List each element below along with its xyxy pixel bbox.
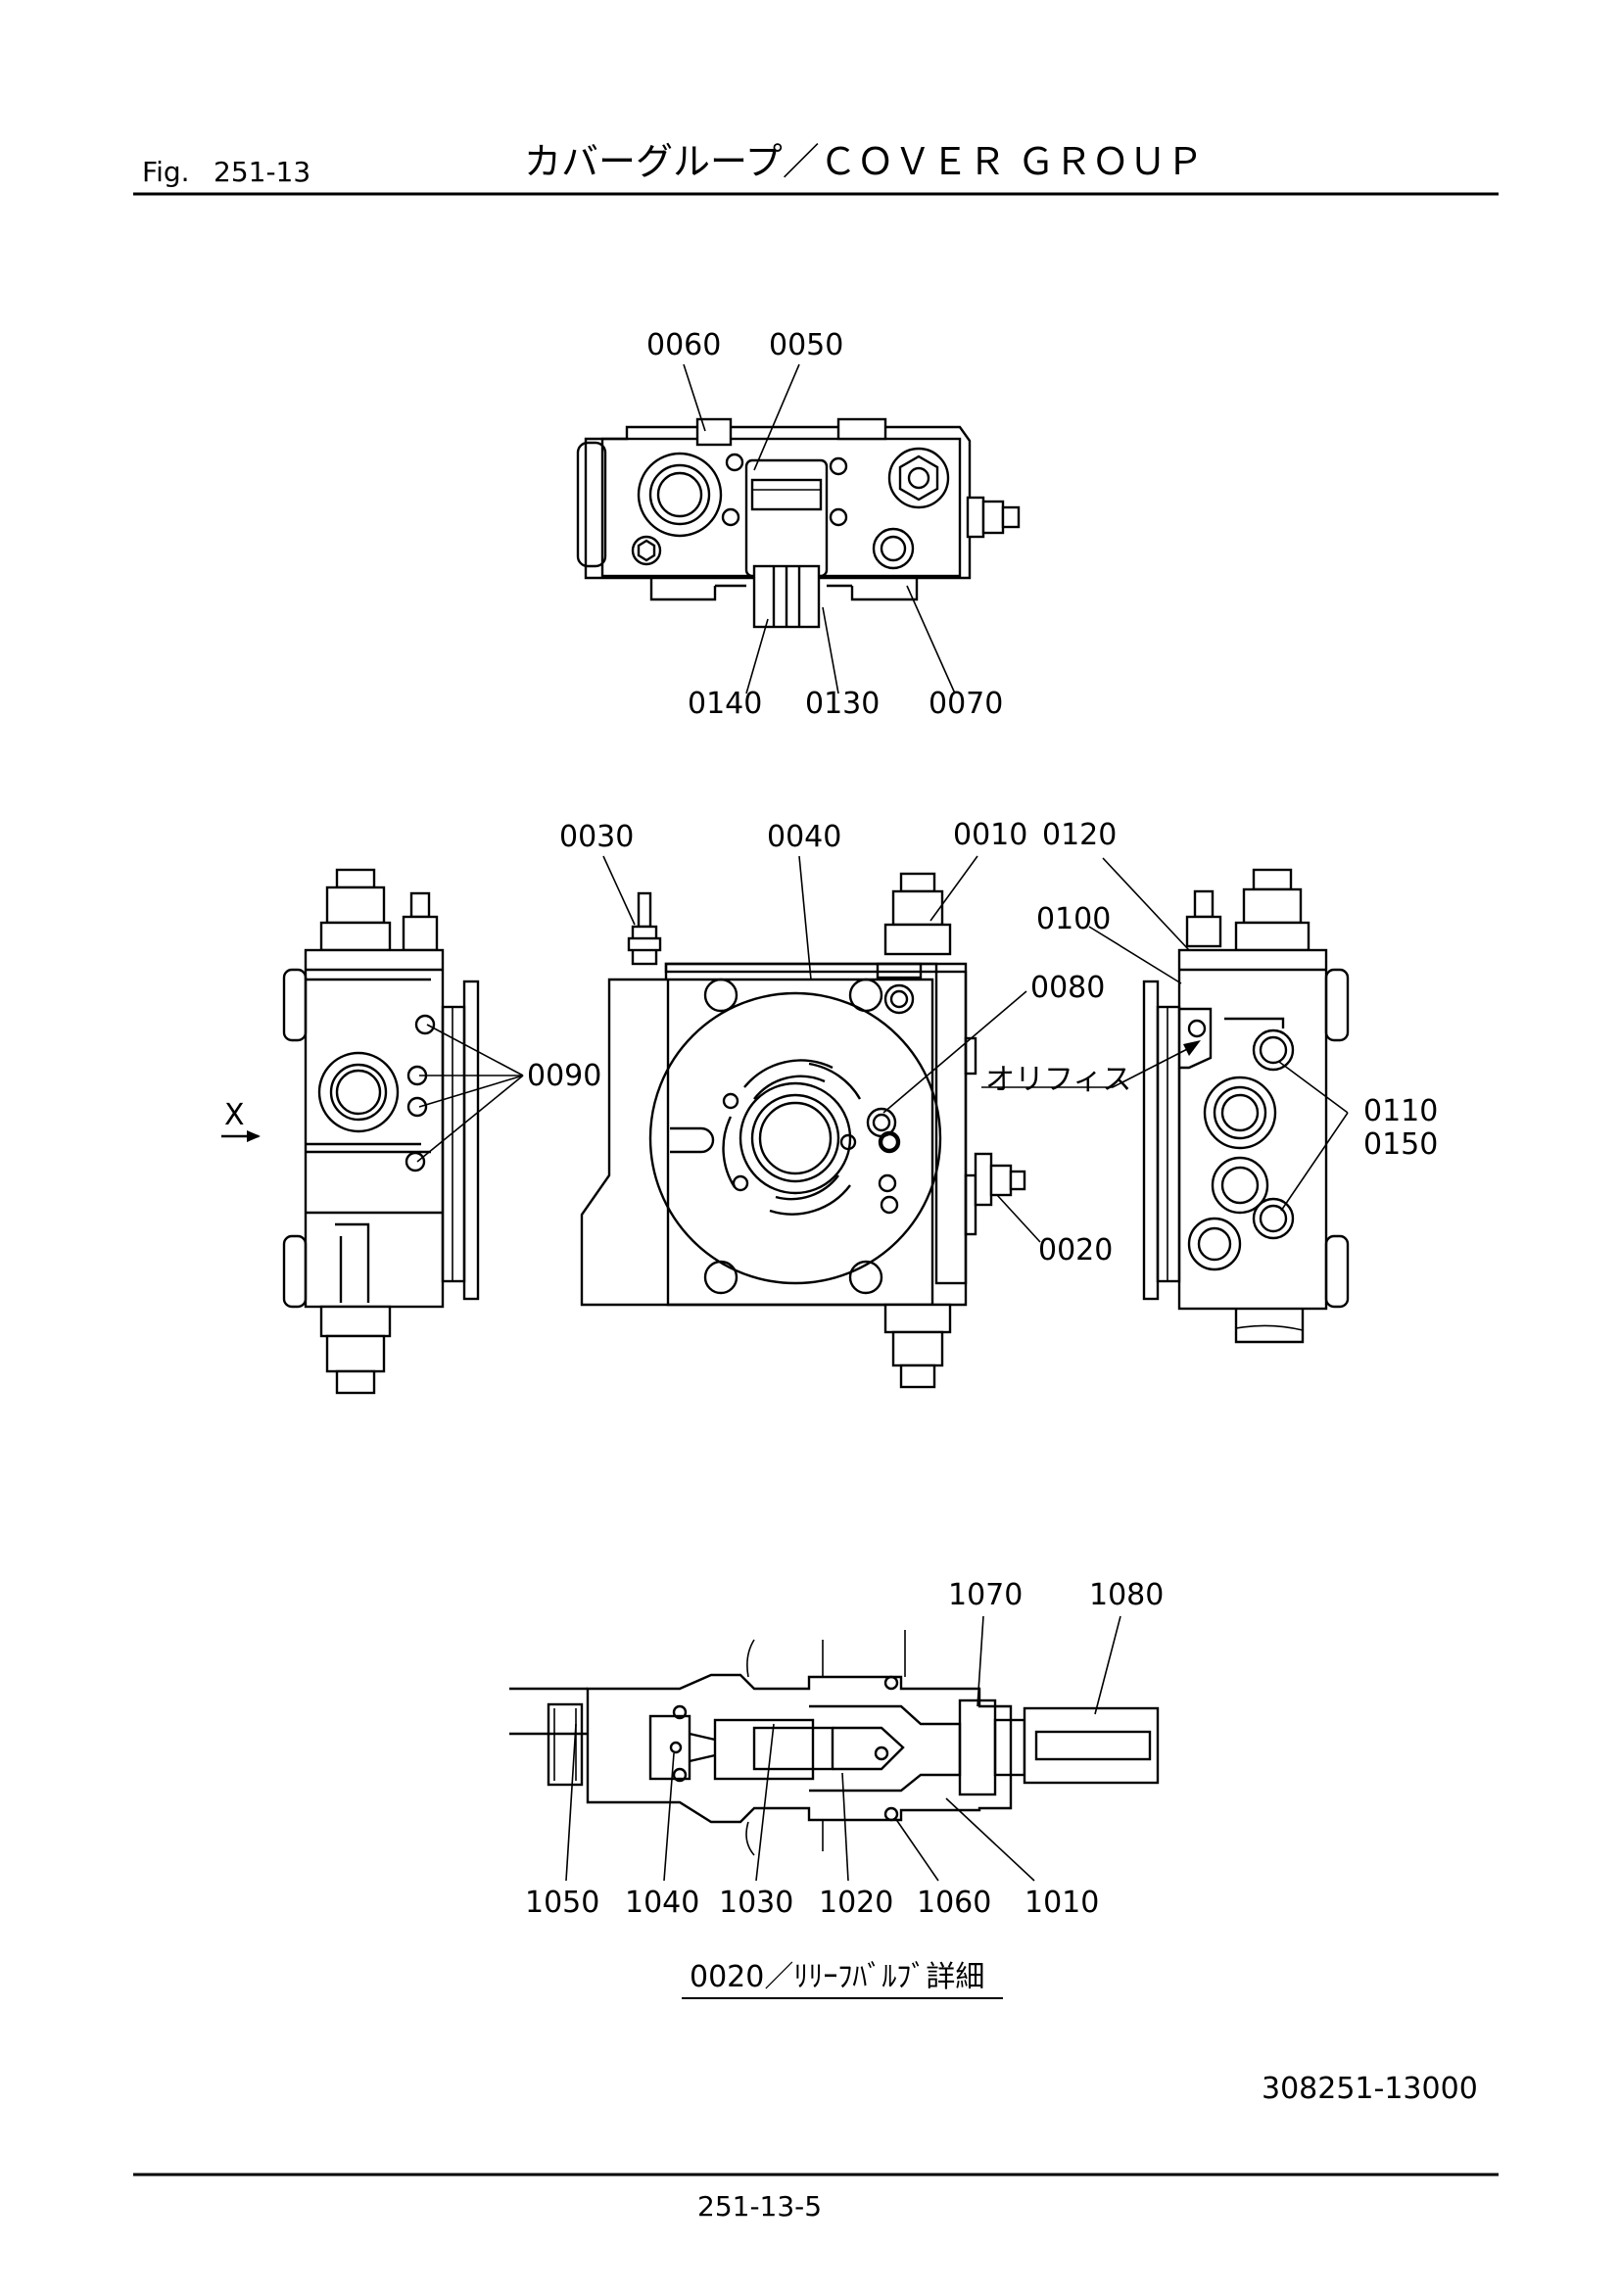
callout-0140: 0140 — [688, 687, 762, 721]
callout-0150: 0150 — [1363, 1127, 1438, 1162]
callout-1070: 1070 — [948, 1578, 1023, 1612]
page-title: カバーグループ／ＣＯＶＥＲ ＧＲＯＵＰ — [524, 140, 1204, 183]
callout-0130: 0130 — [805, 687, 880, 721]
fig-label: Fig. — [142, 156, 190, 188]
top-view: 0060 0050 0140 0130 0070 — [576, 328, 1021, 721]
left-side-view: 0090 X — [221, 868, 601, 1395]
callout-0040: 0040 — [767, 820, 841, 854]
callout-0010: 0010 — [953, 818, 1027, 852]
header: Fig. 251-13 カバーグループ／ＣＯＶＥＲ ＧＲＯＵＰ — [133, 140, 1499, 196]
callout-1040: 1040 — [625, 1886, 699, 1920]
callout-1020: 1020 — [819, 1886, 893, 1920]
callout-0080: 0080 — [1030, 971, 1105, 1005]
callout-1060: 1060 — [917, 1886, 991, 1920]
callout-1080: 1080 — [1089, 1578, 1164, 1612]
orifice-label: オリフィス — [985, 1063, 1131, 1097]
callout-0060: 0060 — [646, 328, 721, 362]
callout-1030: 1030 — [719, 1886, 793, 1920]
detail-caption: 0020／ﾘﾘｰﾌﾊﾞﾙﾌﾞ詳細 — [690, 1960, 984, 1994]
callout-0050: 0050 — [769, 328, 843, 362]
callout-0090: 0090 — [527, 1059, 601, 1093]
callout-0070: 0070 — [929, 687, 1003, 721]
callout-0110: 0110 — [1363, 1094, 1438, 1128]
callout-0120: 0120 — [1042, 818, 1117, 852]
callout-0100: 0100 — [1036, 902, 1111, 936]
footer: 308251-13000 251-13-5 — [133, 2072, 1499, 2223]
callout-0020: 0020 — [1038, 1233, 1113, 1268]
callout-1050: 1050 — [525, 1886, 599, 1920]
page-number: 251-13-5 — [697, 2190, 822, 2223]
callout-1010: 1010 — [1024, 1886, 1099, 1920]
relief-valve-detail: 1070 1080 1050 1040 1030 1020 1060 1010 … — [509, 1578, 1164, 1999]
right-side-view: 0120 0100 オリフィス 0110 0150 — [981, 818, 1438, 1344]
center-front-view: 0030 0040 0010 0080 0020 — [559, 818, 1113, 1389]
callout-0030: 0030 — [559, 820, 634, 854]
view-marker-x: X — [224, 1098, 245, 1132]
drawing-number: 308251-13000 — [1262, 2072, 1478, 2106]
fig-number: 251-13 — [214, 156, 310, 188]
